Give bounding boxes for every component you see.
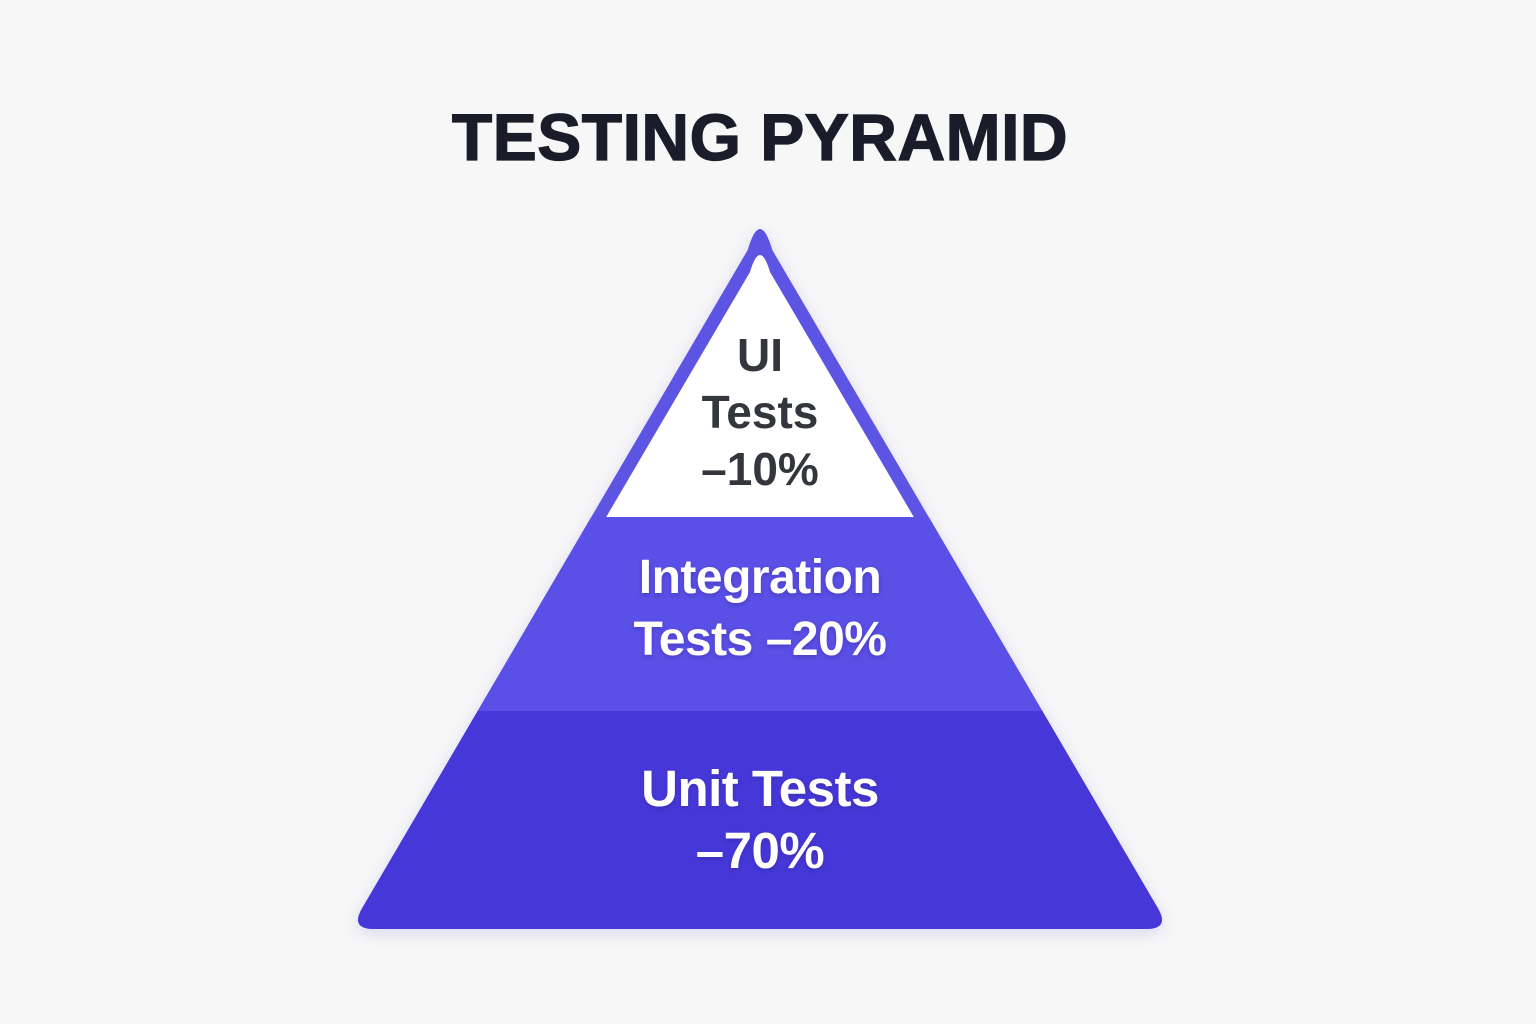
tier-label-unit-tests: Unit Tests –70% xyxy=(510,758,1010,882)
tier-label-integration-tests: Integration Tests –20% xyxy=(510,547,1010,671)
tier-label-line: –70% xyxy=(695,822,825,879)
tier-label-line: Integration xyxy=(638,551,882,604)
tier-label-line: UI xyxy=(737,329,783,381)
tier-label-line: Tests xyxy=(701,386,819,438)
tier-label-line: Tests –20% xyxy=(633,613,887,666)
tier-bottom-shape xyxy=(358,711,1162,929)
tier-label-line: –10% xyxy=(701,443,819,495)
tier-label-ui-tests: UI Tests –10% xyxy=(560,327,960,498)
tier-label-line: Unit Tests xyxy=(641,760,879,817)
page-title: TESTING PYRAMID xyxy=(451,100,1069,174)
